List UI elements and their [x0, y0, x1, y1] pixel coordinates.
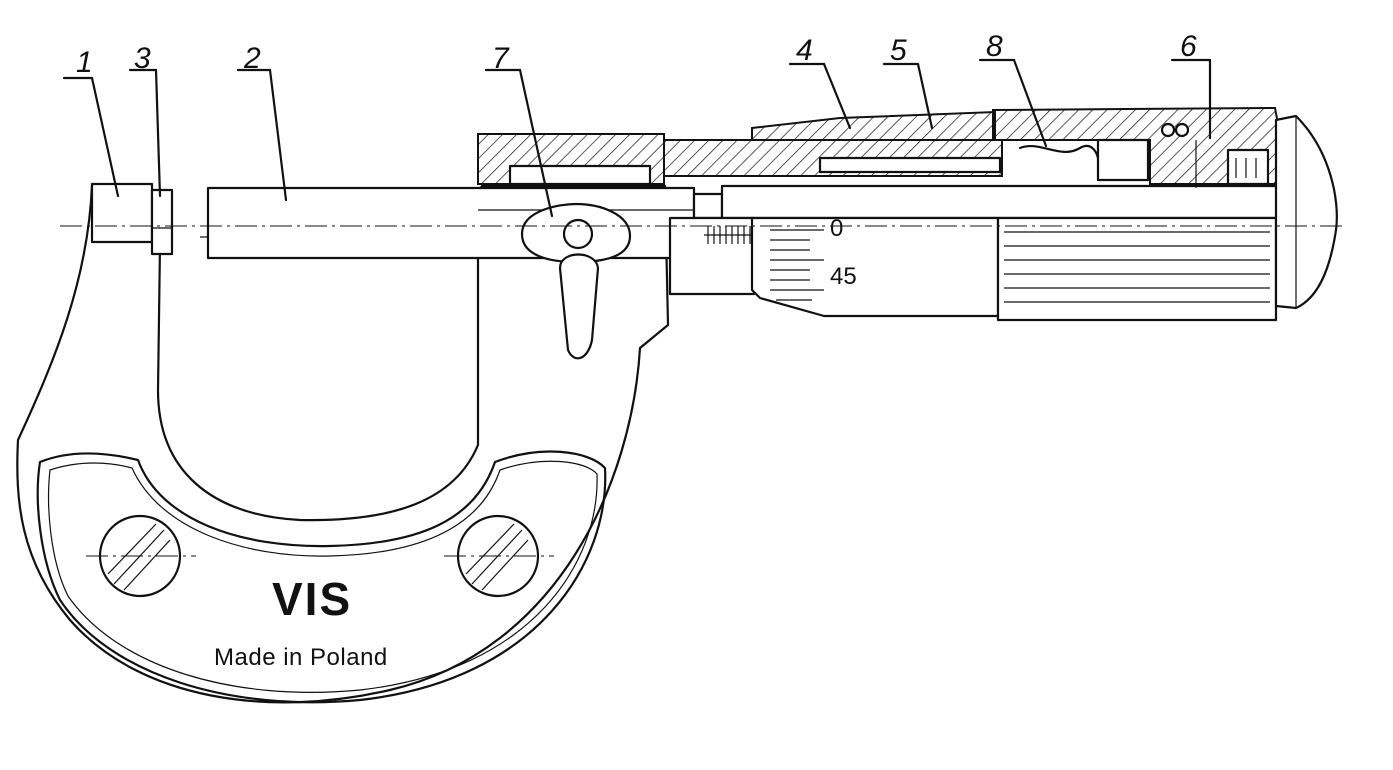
lock-lever: [520, 202, 632, 360]
part-label-3: 3: [134, 42, 151, 75]
leader-lines: [62, 58, 1212, 218]
anvil-face: [150, 188, 174, 256]
lock-handle: [558, 253, 600, 360]
spindle-inner: [720, 184, 1284, 220]
anvil: [90, 182, 174, 256]
part-number-labels: 1 3 2 7 4 5 8 6: [76, 30, 1197, 79]
scale-label-45: 45: [830, 263, 857, 290]
part-label-6: 6: [1180, 30, 1197, 63]
frame-band-outer: [36, 450, 607, 704]
part-label-8: 8: [986, 30, 1003, 63]
ratchet-ball-2: [1174, 122, 1190, 138]
thimble-graduations: [770, 229, 824, 301]
knurling: [1004, 231, 1270, 303]
lock-pivot: [562, 218, 594, 250]
thimble: [750, 216, 1000, 318]
origin-label: Made in Poland: [214, 644, 388, 671]
part-label-4: 4: [796, 34, 813, 67]
head-section: [477, 106, 1291, 188]
ratchet-screw: [1226, 148, 1270, 186]
insulating-pad-left: [86, 514, 196, 598]
scale-label-0: 0: [830, 215, 843, 242]
spindle-step: [692, 192, 724, 220]
sleeve-thimble: 0 45: [668, 114, 1338, 322]
ratchet-ball-1: [1160, 122, 1176, 138]
frame-band-inner: [47, 460, 598, 693]
end-cap: [1274, 114, 1338, 310]
part-label-2: 2: [243, 42, 261, 75]
spring-coil: [1018, 144, 1100, 160]
part-label-7: 7: [492, 42, 510, 75]
anvil-body: [90, 182, 154, 244]
ratchet-knob: [996, 216, 1278, 322]
insulating-pad-right: [444, 514, 554, 598]
brand-logo: VIS: [272, 573, 352, 625]
part-label-5: 5: [890, 34, 907, 67]
frame-boss-bore: [508, 164, 652, 186]
sleeve-gap: [818, 156, 1002, 174]
part-label-1: 1: [76, 46, 93, 79]
sleeve-barrel: [668, 216, 756, 296]
thimble-section: [751, 110, 996, 141]
spring-cavity: [1096, 138, 1150, 182]
sleeve-scale: [704, 226, 754, 244]
